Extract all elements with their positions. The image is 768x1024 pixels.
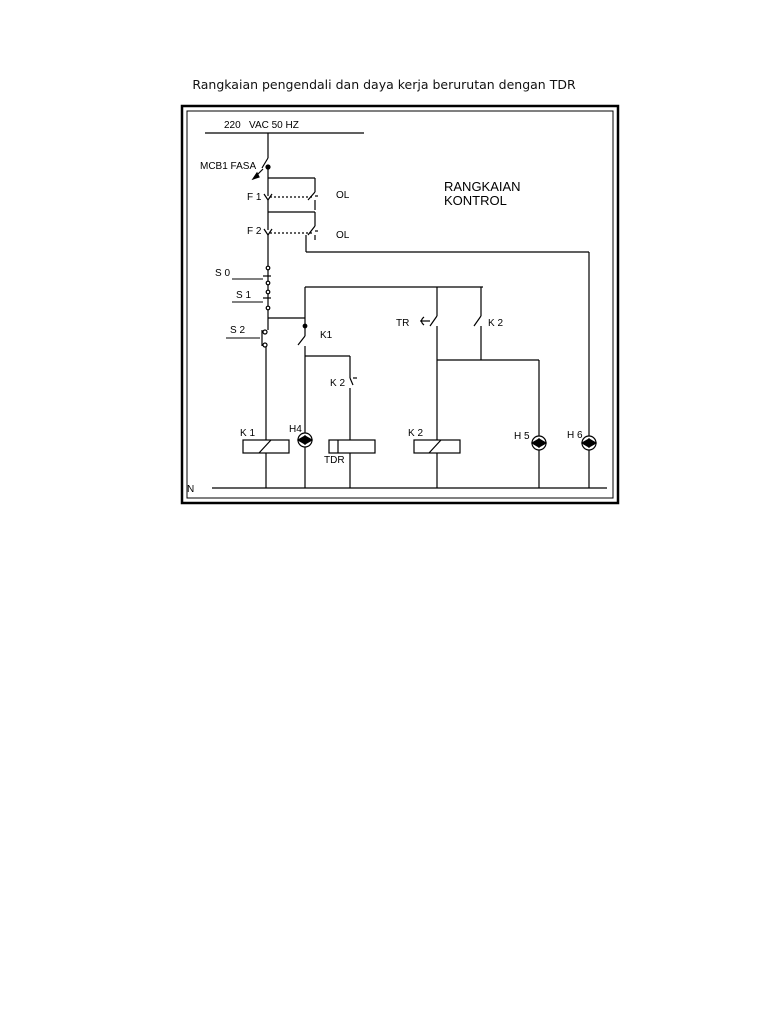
- ol2-label: OL: [336, 230, 350, 241]
- coil-k2-label: K 2: [408, 428, 423, 439]
- switch-s1: [263, 289, 271, 318]
- lamp-h5-label: H 5: [514, 431, 530, 442]
- switch-s0: [263, 265, 271, 290]
- contact-k2-no-label: K 2: [488, 318, 503, 329]
- lamp-h6-label: H 6: [567, 430, 583, 441]
- lamp-h4-label: H4: [289, 424, 302, 435]
- neutral-drops: [538, 450, 590, 488]
- left-bus: [267, 177, 316, 192]
- switch-s0-label: S 0: [215, 268, 230, 279]
- page-caption: Rangkaian pengendali dan daya kerja beru…: [192, 77, 576, 92]
- coil-k1-label: K 1: [240, 428, 255, 439]
- contact-k2-no: [437, 287, 540, 436]
- contact-tr: [420, 287, 438, 488]
- fuse-f2: [263, 211, 318, 266]
- ol1-label: OL: [336, 190, 350, 201]
- supply-label: 220 VAC 50 HZ: [224, 120, 299, 131]
- coil-k2: [413, 439, 461, 454]
- supply-line: [205, 132, 364, 158]
- fuse-f1: [263, 191, 318, 212]
- coil-k1: [242, 439, 290, 454]
- mcb-label: MCB1 FASA: [200, 161, 256, 172]
- diagram-frame: [180, 104, 620, 505]
- coil-tdr: [328, 439, 376, 454]
- contact-k2-nc-label: K 2: [330, 378, 345, 389]
- contact-k1-label: K1: [320, 330, 333, 341]
- diagram-title-line1: RANGKAIAN: [444, 179, 521, 194]
- contact-k1: [297, 328, 306, 488]
- fuse-f2-label: F 2: [247, 226, 262, 237]
- contact-tr-label: TR: [396, 318, 409, 329]
- switch-s1-label: S 1: [236, 290, 251, 301]
- wire-to-h6: [305, 235, 590, 436]
- diagram-title-line2: KONTROL: [444, 193, 507, 208]
- lamp-h4: [296, 432, 314, 448]
- mcb-breaker: [251, 157, 271, 181]
- neutral-label: N: [187, 484, 194, 495]
- fuse-f1-label: F 1: [247, 192, 262, 203]
- switch-s2: [261, 318, 269, 488]
- contact-k2-nc: [305, 355, 357, 488]
- branch-k1-holding: [268, 286, 483, 329]
- lamp-h5: [530, 435, 548, 451]
- coil-tdr-label: TDR: [324, 455, 345, 466]
- lamp-h6: [580, 435, 598, 451]
- switch-s2-label: S 2: [230, 325, 245, 336]
